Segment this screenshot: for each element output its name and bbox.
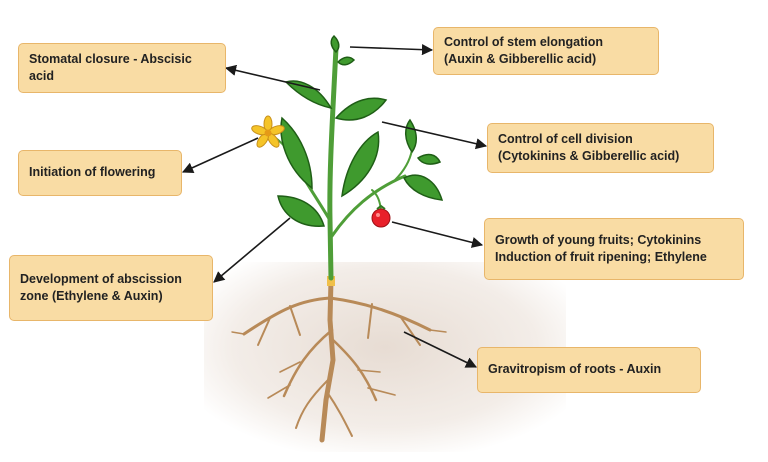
label-stem-elongation: Control of stem elongation (Auxin & Gibb… xyxy=(433,27,659,75)
arrow-abscission xyxy=(213,217,291,283)
leaf-apex-side xyxy=(336,56,356,66)
leaf-right-branch xyxy=(402,174,444,201)
arrow-gravitropism xyxy=(403,331,478,368)
label-abscission-zone: Development of abscission zone (Ethylene… xyxy=(9,255,213,321)
label-gravitropism-line-1: Gravitropism of roots - Auxin xyxy=(488,362,662,377)
leaf-right-tiny xyxy=(416,153,442,165)
label-stomatal-closure: Stomatal closure - Abscisic acid xyxy=(18,43,226,93)
leaf-top-right xyxy=(334,97,388,121)
label-initiation-of-flowering-line-1: Initiation of flowering xyxy=(29,165,156,180)
flower xyxy=(251,115,285,148)
leaf-upper-left-long xyxy=(280,116,313,190)
label-abscission-zone-line-1: Development of abscission xyxy=(20,271,182,286)
label-abscission-zone-line-2: zone (Ethylene & Auxin) xyxy=(20,289,163,303)
leaf-apex xyxy=(330,34,340,54)
label-fruits-line-2: Induction of fruit ripening; Ethylene xyxy=(495,250,707,264)
label-stomatal-closure-line-2: acid xyxy=(29,69,55,83)
arrow-stem-elongation xyxy=(349,44,434,56)
label-initiation-of-flowering: Initiation of flowering xyxy=(18,150,182,196)
label-cell-division-line-2: (Cytokinins & Gibberellic acid) xyxy=(498,149,680,163)
leaf-mid-right xyxy=(341,130,380,198)
arrow-stomatal xyxy=(224,64,321,91)
fruit xyxy=(371,204,391,228)
label-stem-elongation-line-1: Control of stem elongation xyxy=(444,34,604,49)
roots xyxy=(231,277,447,443)
label-stomatal-closure-line-1: Stomatal closure - Abscisic xyxy=(29,51,192,66)
label-cell-division: Control of cell division (Cytokinins & G… xyxy=(487,123,714,173)
leaf-lower-left xyxy=(277,195,325,227)
arrows xyxy=(181,44,488,368)
label-cell-division-line-1: Control of cell division xyxy=(498,131,633,146)
root-collar xyxy=(327,276,335,286)
arrow-cell-division xyxy=(381,121,488,150)
arrow-flowering xyxy=(181,137,259,173)
label-gravitropism: Gravitropism of roots - Auxin xyxy=(477,347,701,393)
arrow-fruits xyxy=(391,221,484,248)
label-fruits: Growth of young fruits; Cytokinins Induc… xyxy=(484,218,744,280)
label-stem-elongation-line-2: (Auxin & Gibberellic acid) xyxy=(444,52,597,66)
leaves xyxy=(277,34,444,227)
label-fruits-line-1: Growth of young fruits; Cytokinins xyxy=(495,232,702,247)
